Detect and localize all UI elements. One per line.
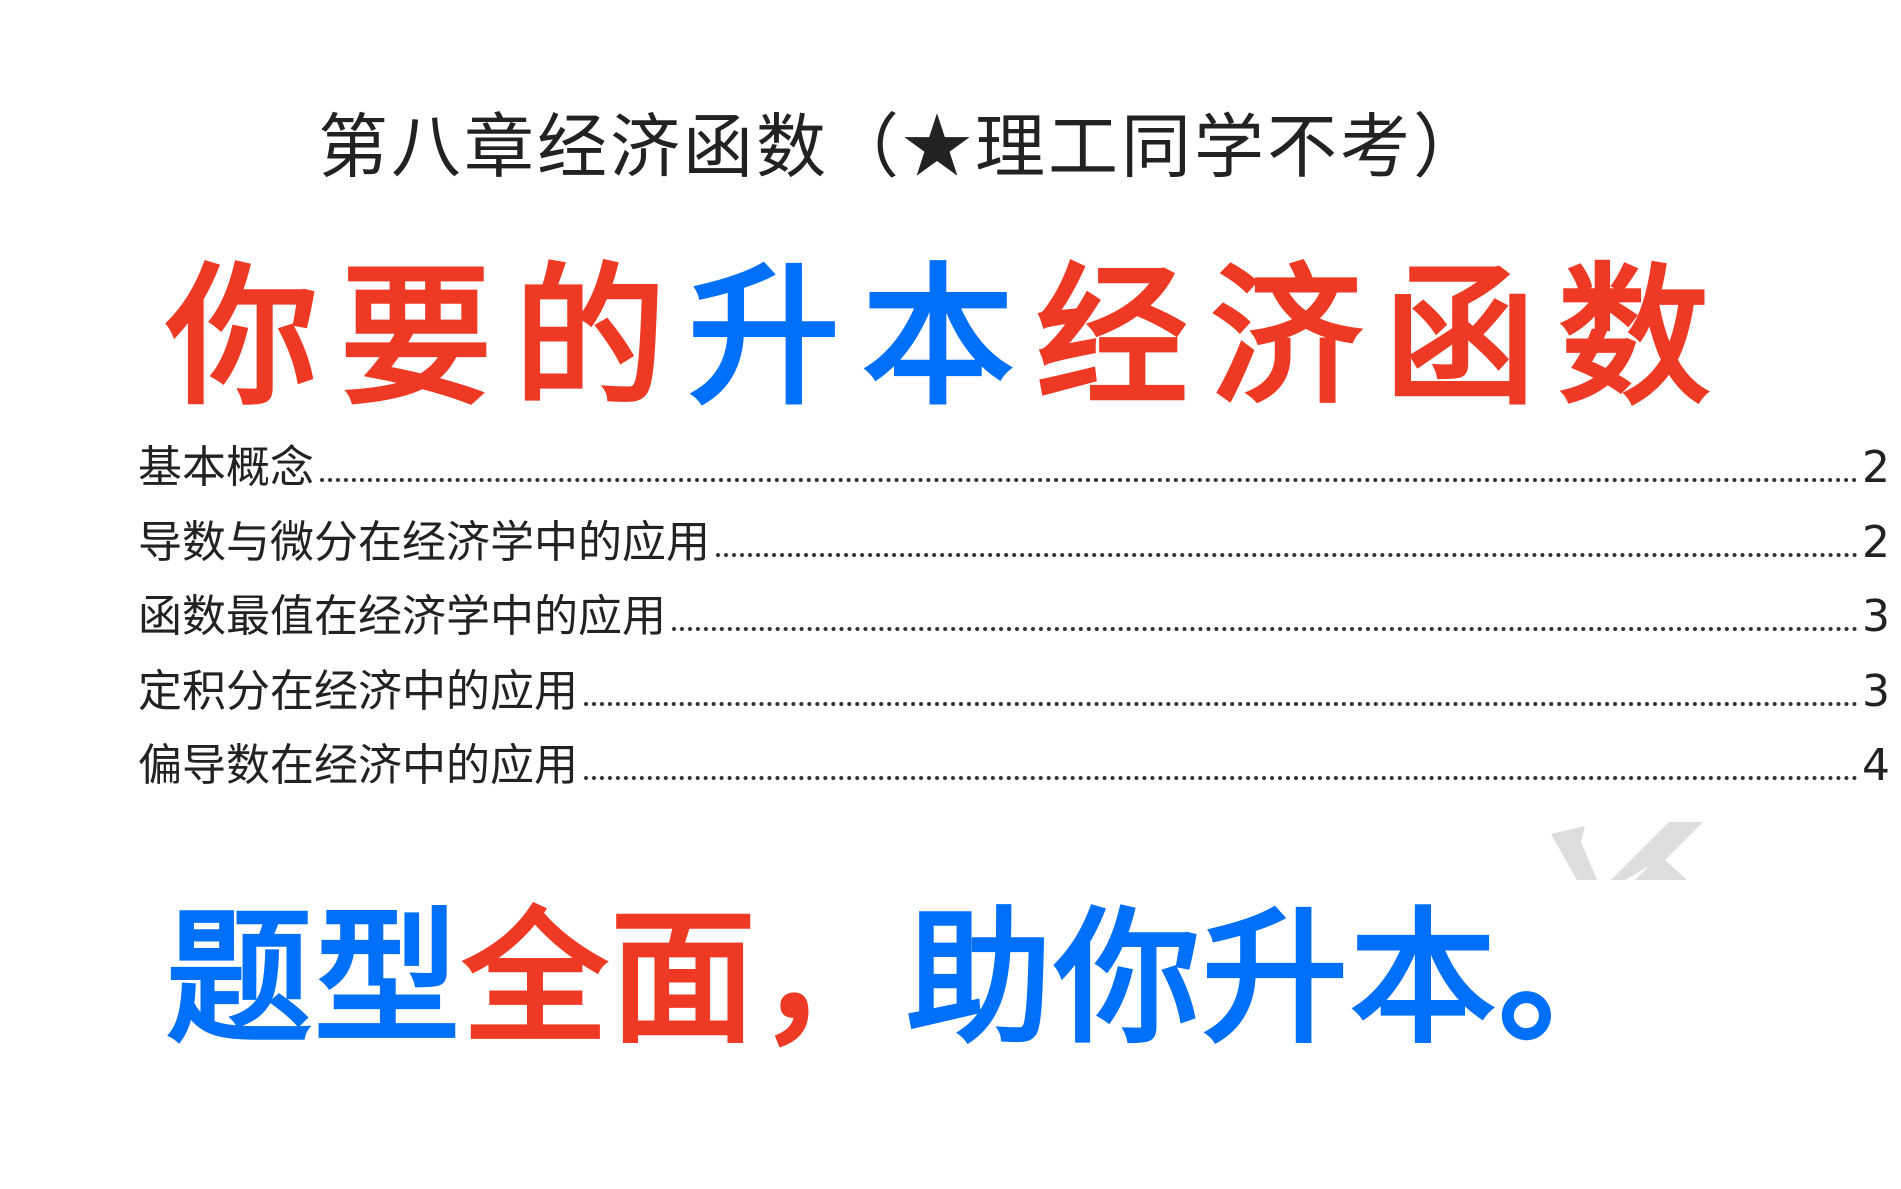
toc-page: 4 <box>1862 740 1890 791</box>
dot-leader <box>672 627 1858 631</box>
dot-leader <box>584 776 1858 780</box>
toc-label: 导数与微分在经济学中的应用 <box>138 516 710 568</box>
toc-entry[interactable]: 定积分在经济中的应用 3 <box>138 665 1890 745</box>
toc-page: 2 <box>1862 516 1890 568</box>
toc-label: 定积分在经济中的应用 <box>138 665 578 717</box>
toc-page: 3 <box>1862 591 1890 642</box>
slogan-part: 全面， <box>462 894 906 1064</box>
dot-leader <box>320 478 1858 482</box>
toc-page: 3 <box>1862 665 1890 717</box>
headline-part: 升本 <box>688 249 1036 426</box>
headline: 你要的升本经济函数 <box>166 262 1732 414</box>
slogan: 题型全面，助你升本。 <box>166 906 1646 1052</box>
watermark-fragment <box>1551 822 1711 880</box>
slogan-part: 题型 <box>166 894 462 1064</box>
toc-label: 基本概念 <box>138 442 314 493</box>
toc-page: 2 <box>1862 442 1890 493</box>
toc-label: 偏导数在经济中的应用 <box>138 740 578 791</box>
slogan-part: 助你升本。 <box>906 894 1646 1064</box>
chapter-title: 第八章经济函数（★理工同学不考） <box>318 106 1486 188</box>
toc-entry[interactable]: 导数与微分在经济学中的应用 2 <box>138 516 1890 596</box>
headline-part: 你要的 <box>166 249 688 426</box>
toc-label: 函数最值在经济学中的应用 <box>138 591 666 642</box>
headline-part: 经济函数 <box>1036 249 1732 426</box>
dot-leader <box>716 552 1858 557</box>
dot-leader <box>584 701 1858 706</box>
